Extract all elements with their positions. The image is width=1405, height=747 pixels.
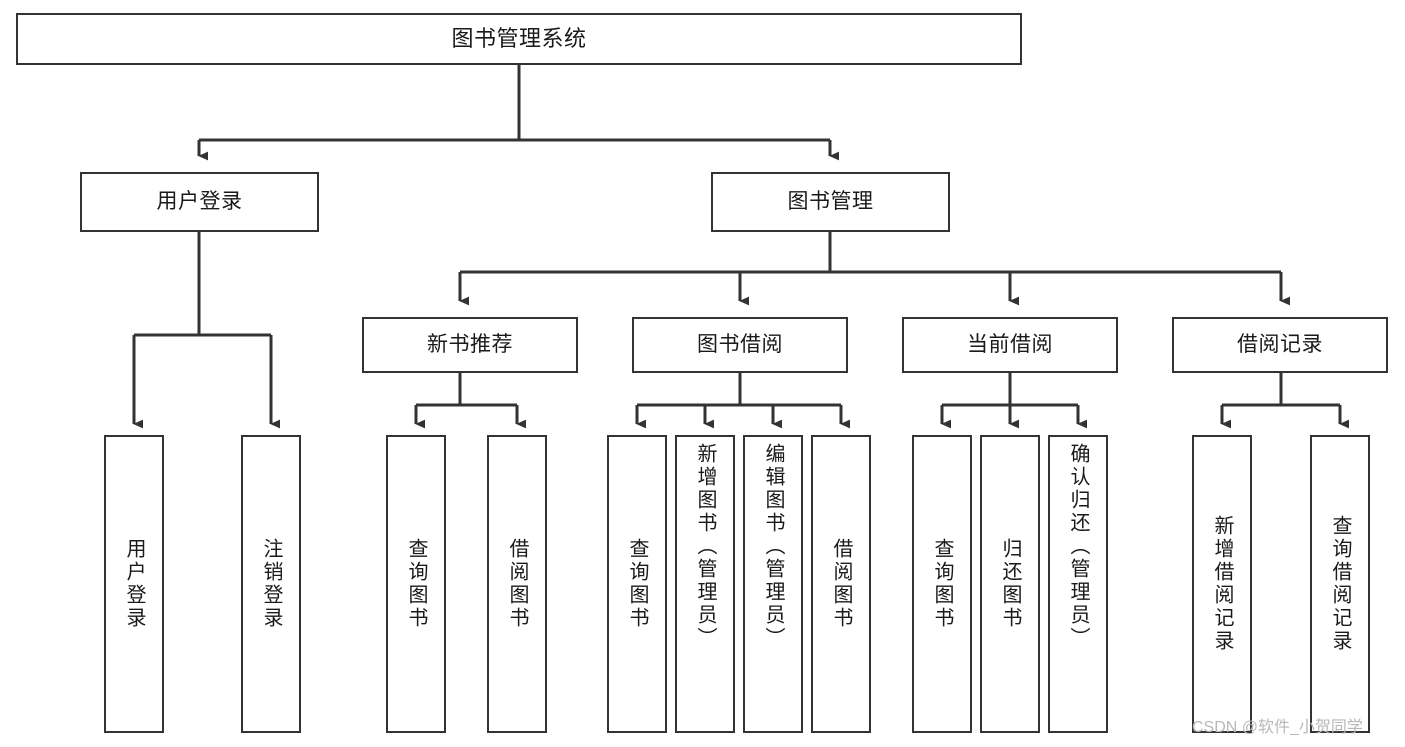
node-leaf-borrow-book-2-label: 借阅图书 [830,538,852,630]
node-leaf-return-book-label: 归还图书 [999,538,1021,630]
node-leaf-query-book-1[interactable]: 查询图书 [386,435,446,733]
node-leaf-query-book-3-label: 查询图书 [931,538,953,630]
node-leaf-confirm-return-label: 确认归还（管理员） [1067,443,1089,650]
node-book-borrow[interactable]: 图书借阅 [632,317,848,373]
node-leaf-logout-login-label: 注销登录 [260,538,282,630]
node-leaf-query-book-2-label: 查询图书 [626,538,648,630]
node-leaf-query-record-label: 查询借阅记录 [1329,515,1351,653]
node-leaf-query-book-2[interactable]: 查询图书 [607,435,667,733]
node-book-manage[interactable]: 图书管理 [711,172,950,232]
csdn-watermark: CSDN @软件_小贺同学 [1192,719,1363,736]
node-leaf-add-record-label: 新增借阅记录 [1211,515,1233,653]
node-root-label: 图书管理系统 [451,26,587,52]
node-leaf-edit-book-label: 编辑图书（管理员） [762,443,784,650]
node-leaf-user-login[interactable]: 用户登录 [104,435,164,733]
node-new-book-recommend[interactable]: 新书推荐 [362,317,578,373]
node-leaf-borrow-book-1-label: 借阅图书 [506,538,528,630]
node-leaf-add-book-label: 新增图书（管理员） [694,443,716,650]
node-leaf-add-record[interactable]: 新增借阅记录 [1192,435,1252,733]
node-leaf-query-book-3[interactable]: 查询图书 [912,435,972,733]
node-leaf-return-book[interactable]: 归还图书 [980,435,1040,733]
node-user-login[interactable]: 用户登录 [80,172,319,232]
node-leaf-logout-login[interactable]: 注销登录 [241,435,301,733]
node-new-book-recommend-label: 新书推荐 [427,332,513,356]
node-leaf-user-login-label: 用户登录 [123,538,145,630]
node-leaf-add-book[interactable]: 新增图书（管理员） [675,435,735,733]
node-book-manage-label: 图书管理 [787,189,874,213]
node-user-login-label: 用户登录 [156,189,243,213]
node-book-borrow-label: 图书借阅 [697,332,783,356]
node-leaf-borrow-book-1[interactable]: 借阅图书 [487,435,547,733]
node-leaf-confirm-return[interactable]: 确认归还（管理员） [1048,435,1108,733]
node-leaf-edit-book[interactable]: 编辑图书（管理员） [743,435,803,733]
node-current-borrow[interactable]: 当前借阅 [902,317,1118,373]
node-borrow-record[interactable]: 借阅记录 [1172,317,1388,373]
node-leaf-borrow-book-2[interactable]: 借阅图书 [811,435,871,733]
node-root[interactable]: 图书管理系统 [16,13,1022,65]
node-current-borrow-label: 当前借阅 [967,332,1053,356]
node-borrow-record-label: 借阅记录 [1237,332,1323,356]
node-leaf-query-record[interactable]: 查询借阅记录 [1310,435,1370,733]
node-leaf-query-book-1-label: 查询图书 [405,538,427,630]
